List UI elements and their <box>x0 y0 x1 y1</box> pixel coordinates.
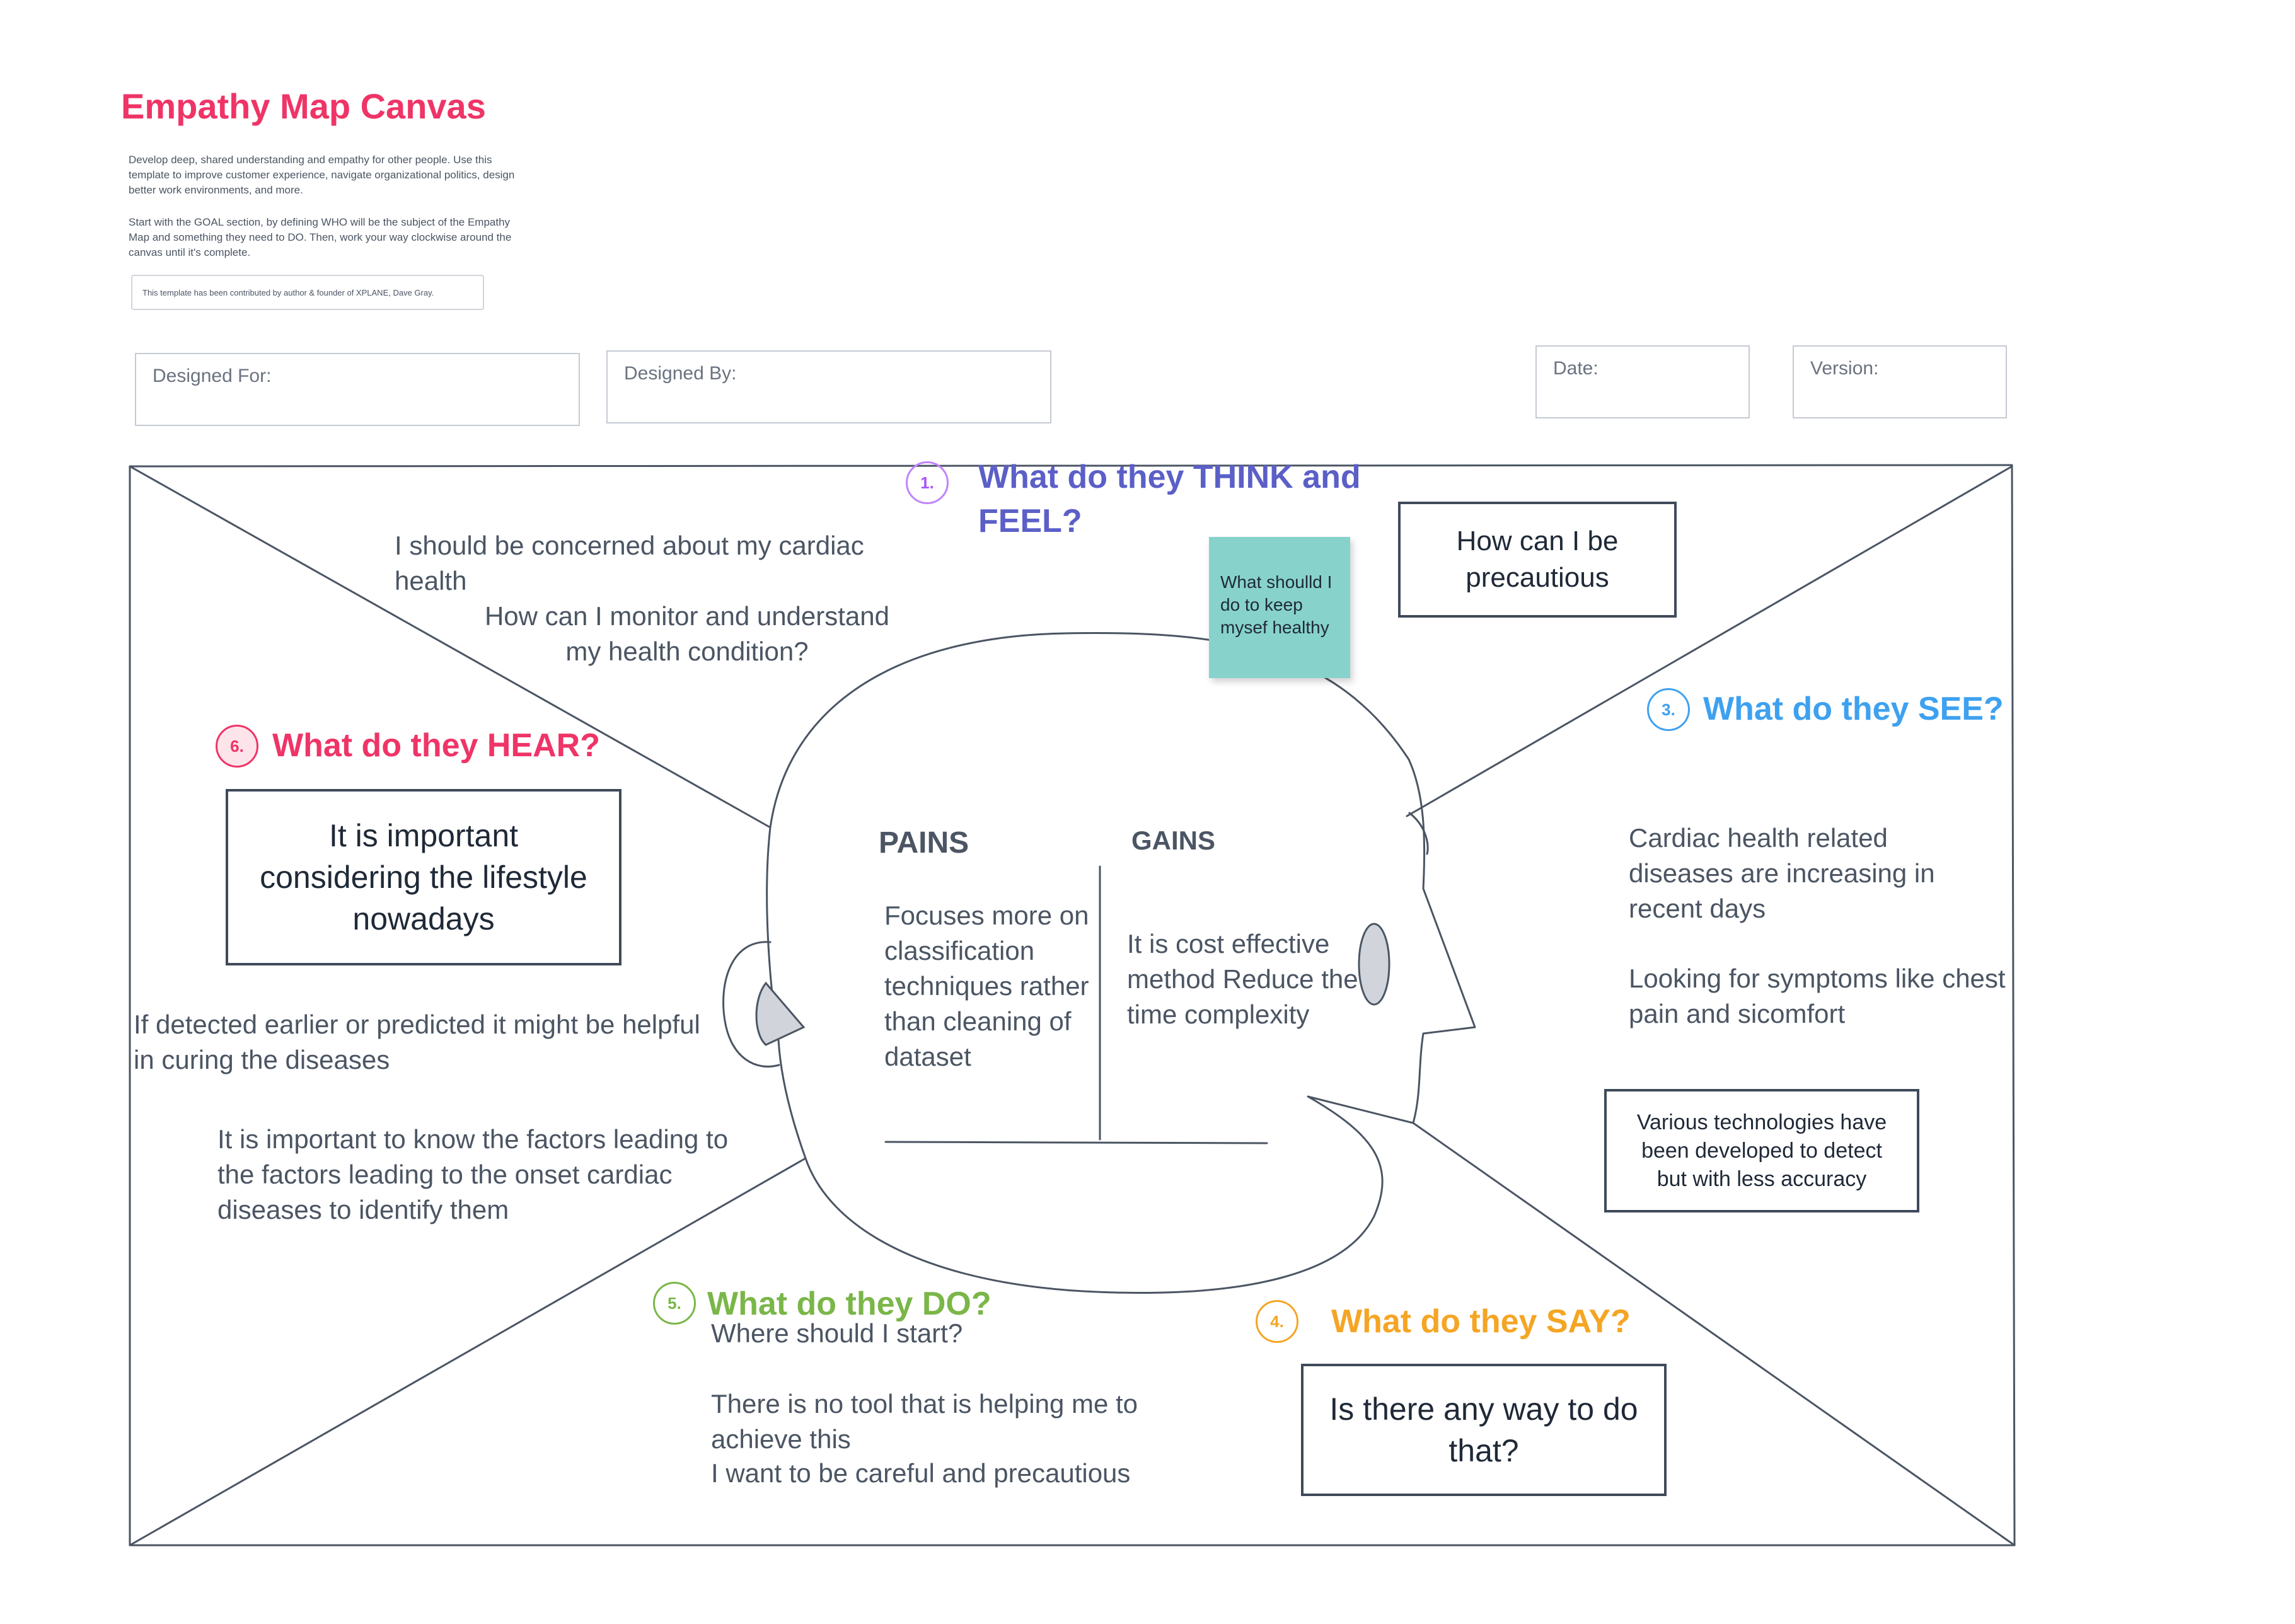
ear-outline <box>722 941 780 1068</box>
do-note-no-tool: There is no tool that is helping me to a… <box>711 1389 1138 1454</box>
pains-title: PAINS <box>879 826 969 860</box>
think-note-cardiac: I should be concerned about my cardiac h… <box>395 531 864 596</box>
do-title: What do they DO? <box>707 1286 991 1322</box>
head-inner-curve <box>1408 812 1429 855</box>
see-box: Various technologies have been developed… <box>1604 1089 1919 1212</box>
designed-for-label: Designed For: <box>153 366 272 386</box>
eye-shape <box>1358 923 1390 1006</box>
say-box: Is there any way to do that? <box>1301 1364 1667 1496</box>
think-feel-title-line1: What do they THINK and <box>978 459 1361 495</box>
think-box: How can I be precautious <box>1398 502 1677 618</box>
credit-note: This template has been contributed by au… <box>131 275 484 310</box>
head-outline <box>766 632 1476 1294</box>
designed-for-field[interactable]: Designed For: <box>135 353 580 426</box>
gains-title: GAINS <box>1131 826 1216 855</box>
diagonal-bottom-right <box>1412 1122 2016 1546</box>
page-title: Empathy Map Canvas <box>121 86 486 126</box>
hear-note-detected: If detected earlier or predicted it migh… <box>134 1010 700 1074</box>
diagonal-top-left <box>129 465 772 829</box>
designed-by-field[interactable]: Designed By: <box>606 350 1051 423</box>
intro-paragraph-1: Develop deep, shared understanding and e… <box>129 154 515 196</box>
hear-title: What do they HEAR? <box>272 727 600 764</box>
date-field[interactable]: Date: <box>1535 345 1750 418</box>
credit-text: This template has been contributed by au… <box>142 287 434 297</box>
section-3-number: 3. <box>1647 688 1690 731</box>
diagonal-top-right <box>1406 465 2013 817</box>
diagonal-bottom-left <box>129 1157 807 1546</box>
section-5-number: 5. <box>653 1282 696 1325</box>
section-4-number: 4. <box>1256 1300 1298 1343</box>
section-6-number: 6. <box>216 725 258 768</box>
do-note-careful: I want to be careful and precautious <box>711 1458 1131 1488</box>
date-label: Date: <box>1553 358 1598 379</box>
sticky-note[interactable]: What shoulld I do to keep mysef healthy <box>1209 537 1350 678</box>
gains-text: It is cost effective method Reduce the t… <box>1127 929 1358 1029</box>
designed-by-label: Designed By: <box>624 363 737 384</box>
version-field[interactable]: Version: <box>1793 345 2007 418</box>
see-note-increasing: Cardiac health related diseases are incr… <box>1629 823 1935 923</box>
do-note-start: Where should I start? <box>711 1318 963 1348</box>
hear-box: It is important considering the lifestyl… <box>226 789 621 965</box>
section-1-number: 1. <box>906 461 949 504</box>
head-horizontal-divider <box>884 1141 1268 1144</box>
hear-note-factors: It is important to know the factors lead… <box>217 1124 729 1224</box>
intro-paragraph-2: Start with the GOAL section, by defining… <box>129 216 512 258</box>
think-feel-title-line2: FEEL? <box>978 503 1082 539</box>
say-title: What do they SAY? <box>1331 1303 1631 1340</box>
ear-shape <box>755 981 806 1046</box>
version-label: Version: <box>1810 358 1879 379</box>
see-note-symptoms: Looking for symptoms like chest pain and… <box>1629 964 2006 1028</box>
see-title: What do they SEE? <box>1703 691 2004 727</box>
think-note-monitor: How can I monitor and understand my heal… <box>484 601 890 666</box>
pains-text: Focuses more on classification technique… <box>884 901 1089 1071</box>
